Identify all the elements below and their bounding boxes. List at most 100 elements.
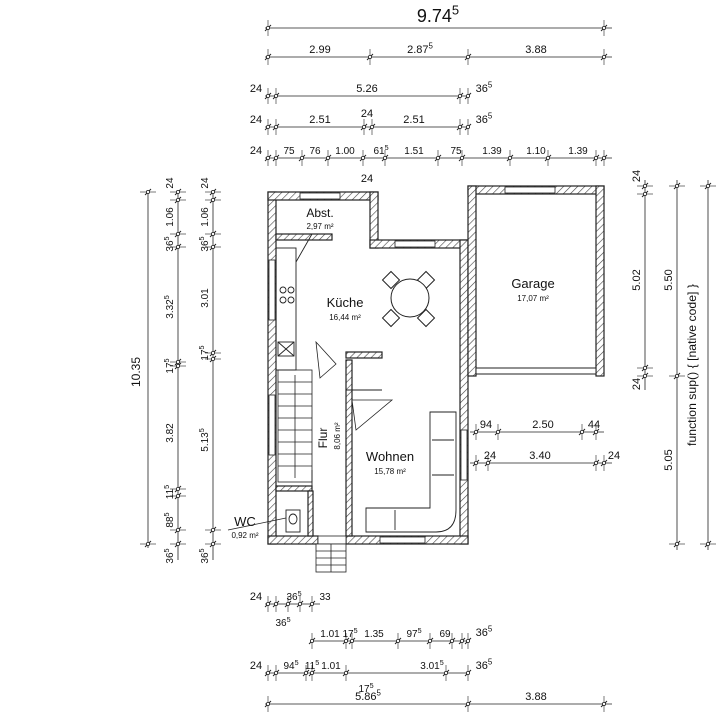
left-colB-label-1: 1.06: [200, 207, 211, 227]
wohnen-row1-tick-1-node: [495, 429, 500, 434]
window-living-east: [460, 429, 468, 481]
wohnen-row1-label-2: 44: [588, 419, 600, 431]
right-colB-tick-2-node: [675, 542, 680, 547]
bottom-row2-label-2: 1.35: [364, 629, 384, 640]
room-wc-area: 0,92 m²: [231, 531, 258, 540]
wall-wc-north: [275, 485, 313, 492]
bottom-row2-tick-6-node: [459, 639, 464, 644]
left-colA-label-8: 365: [162, 548, 176, 563]
entrance-steps: [315, 543, 347, 573]
top-row4-tick-11-node: [602, 155, 607, 160]
bottom-row3-tick-5-node: [443, 671, 448, 676]
right-colB-tick-1-node: [675, 373, 680, 378]
bottom-row3-left: 24: [250, 660, 262, 672]
left-colA-tick-1-node: [175, 197, 180, 202]
bottom-row4-label-0: 5.865: [355, 688, 381, 703]
left-colA-tick-7-node: [175, 493, 180, 498]
room-wohnen-area: 15,78 m²: [374, 467, 406, 476]
doors: [295, 233, 382, 491]
wohnen-row2-tick-0-node: [473, 460, 478, 465]
wohnen-row1-label-0: 94: [480, 419, 492, 431]
kitchen-counter: [275, 247, 297, 371]
right-colB-label-1: 5.05: [663, 449, 675, 470]
top-row4-label-7: 1.10: [526, 146, 546, 157]
top-row1-tick-1-node: [367, 55, 372, 60]
wohnen-row2-tick-1-node: [485, 460, 490, 465]
bottom-row3-tick-3-node: [309, 671, 314, 676]
top-row1-label-0: 2.99: [309, 44, 330, 56]
room-kueche-area: 16,44 m²: [329, 313, 361, 322]
top-row4-left: 24: [250, 145, 262, 157]
bottom-row3-tick-0-node: [265, 671, 270, 676]
room-abst-area: 2,97 m²: [306, 222, 333, 231]
top-row1-label-1: 2.875: [407, 41, 433, 56]
left-colA-label-1: 1.06: [165, 207, 176, 227]
top-row4-label-0: 75: [283, 146, 295, 157]
bottom-row3-label-3: 3.015: [420, 658, 443, 672]
left-colA-label-5: 3.82: [165, 423, 176, 443]
right-colA-tick-1-node: [643, 191, 648, 196]
top-row3-tick-1-node: [273, 125, 278, 130]
top-row4-label-6: 1.39: [482, 146, 502, 157]
top-row4-bottom: 24: [361, 173, 373, 185]
right-total-label: function sup() { [native code] }: [685, 284, 699, 446]
bottom-row4-tick-0-node: [265, 702, 270, 707]
right-colA-tick-2-node: [643, 365, 648, 370]
top-row3-tick-0-node: [265, 125, 270, 130]
bottom-row1-tick-1-node: [273, 602, 278, 607]
dining-table: [381, 270, 436, 328]
bottom-row2-tick-0-node: [309, 639, 314, 644]
left-colB-label-6: 365: [197, 548, 211, 563]
window-garage-north: [504, 186, 556, 194]
bottom-row3-right: 365: [476, 657, 493, 672]
bottom-row1-label-1: 33: [319, 592, 331, 603]
left-colA-tick-2-node: [175, 231, 180, 236]
flur-arrow: [315, 340, 337, 379]
top-row1-tick-3-node: [602, 55, 607, 60]
left-colB-tick-0-node: [210, 189, 215, 194]
room-wohnen-name: Wohnen: [366, 449, 414, 464]
top-row4-tick-0-node: [265, 155, 270, 160]
top-row2-tick-3-node: [465, 94, 470, 99]
right-colA-label-1: 5.02: [631, 269, 643, 290]
bottom-row1-tick-4-node: [309, 602, 314, 607]
top-row4-label-4: 1.51: [404, 146, 424, 157]
left-total-label: 10.35: [129, 357, 143, 387]
bottom-row2-tick-4-node: [427, 639, 432, 644]
bottom-row3-tick-4-node: [343, 671, 348, 676]
bottom-row4-tick-2-node: [602, 702, 607, 707]
room-kueche-name: Küche: [327, 295, 364, 310]
top-row2-label-0: 5.26: [356, 83, 377, 95]
window-abst: [299, 192, 341, 200]
top-row3-tick-2-node: [361, 125, 366, 130]
left-colB-label-0: 24: [200, 177, 211, 189]
window-kitchen-west: [268, 259, 276, 321]
bottom-row3-label-0: 945: [283, 658, 298, 672]
wohnen-row1-tick-2-node: [580, 429, 585, 434]
top-row4-label-1: 76: [309, 146, 321, 157]
top-row3-right: 365: [476, 111, 493, 126]
bottom-row2-label-1: 175: [342, 626, 357, 640]
left-total-tick-0-node: [145, 189, 150, 194]
wohnen-row2-label-1: 3.40: [529, 450, 550, 462]
left-colB-tick-7-node: [210, 542, 215, 547]
top-row4-tick-2-node: [299, 155, 304, 160]
left-colB-tick-1-node: [210, 197, 215, 202]
bottom-row1-tick-3-node: [297, 602, 302, 607]
right-total-tick-0-node: [706, 183, 711, 188]
wohnen-row1-label-1: 2.50: [532, 419, 553, 431]
top-row2-tick-0-node: [265, 94, 270, 99]
wc-leader-line: [227, 517, 287, 531]
top-row4-label-2: 1.00: [335, 146, 355, 157]
left-colB-tick-2-node: [210, 231, 215, 236]
window-stairs-west: [268, 394, 276, 456]
left-colB-label-4: 175: [197, 345, 211, 360]
right-colA-label-0: 24: [631, 170, 643, 182]
wall-east-house: [459, 239, 469, 545]
wall-west: [267, 191, 277, 545]
top-row4-tick-7-node: [459, 155, 464, 160]
room-garage-name: Garage: [511, 276, 554, 291]
sofa: [365, 411, 457, 533]
left-colA-tick-0-node: [175, 189, 180, 194]
